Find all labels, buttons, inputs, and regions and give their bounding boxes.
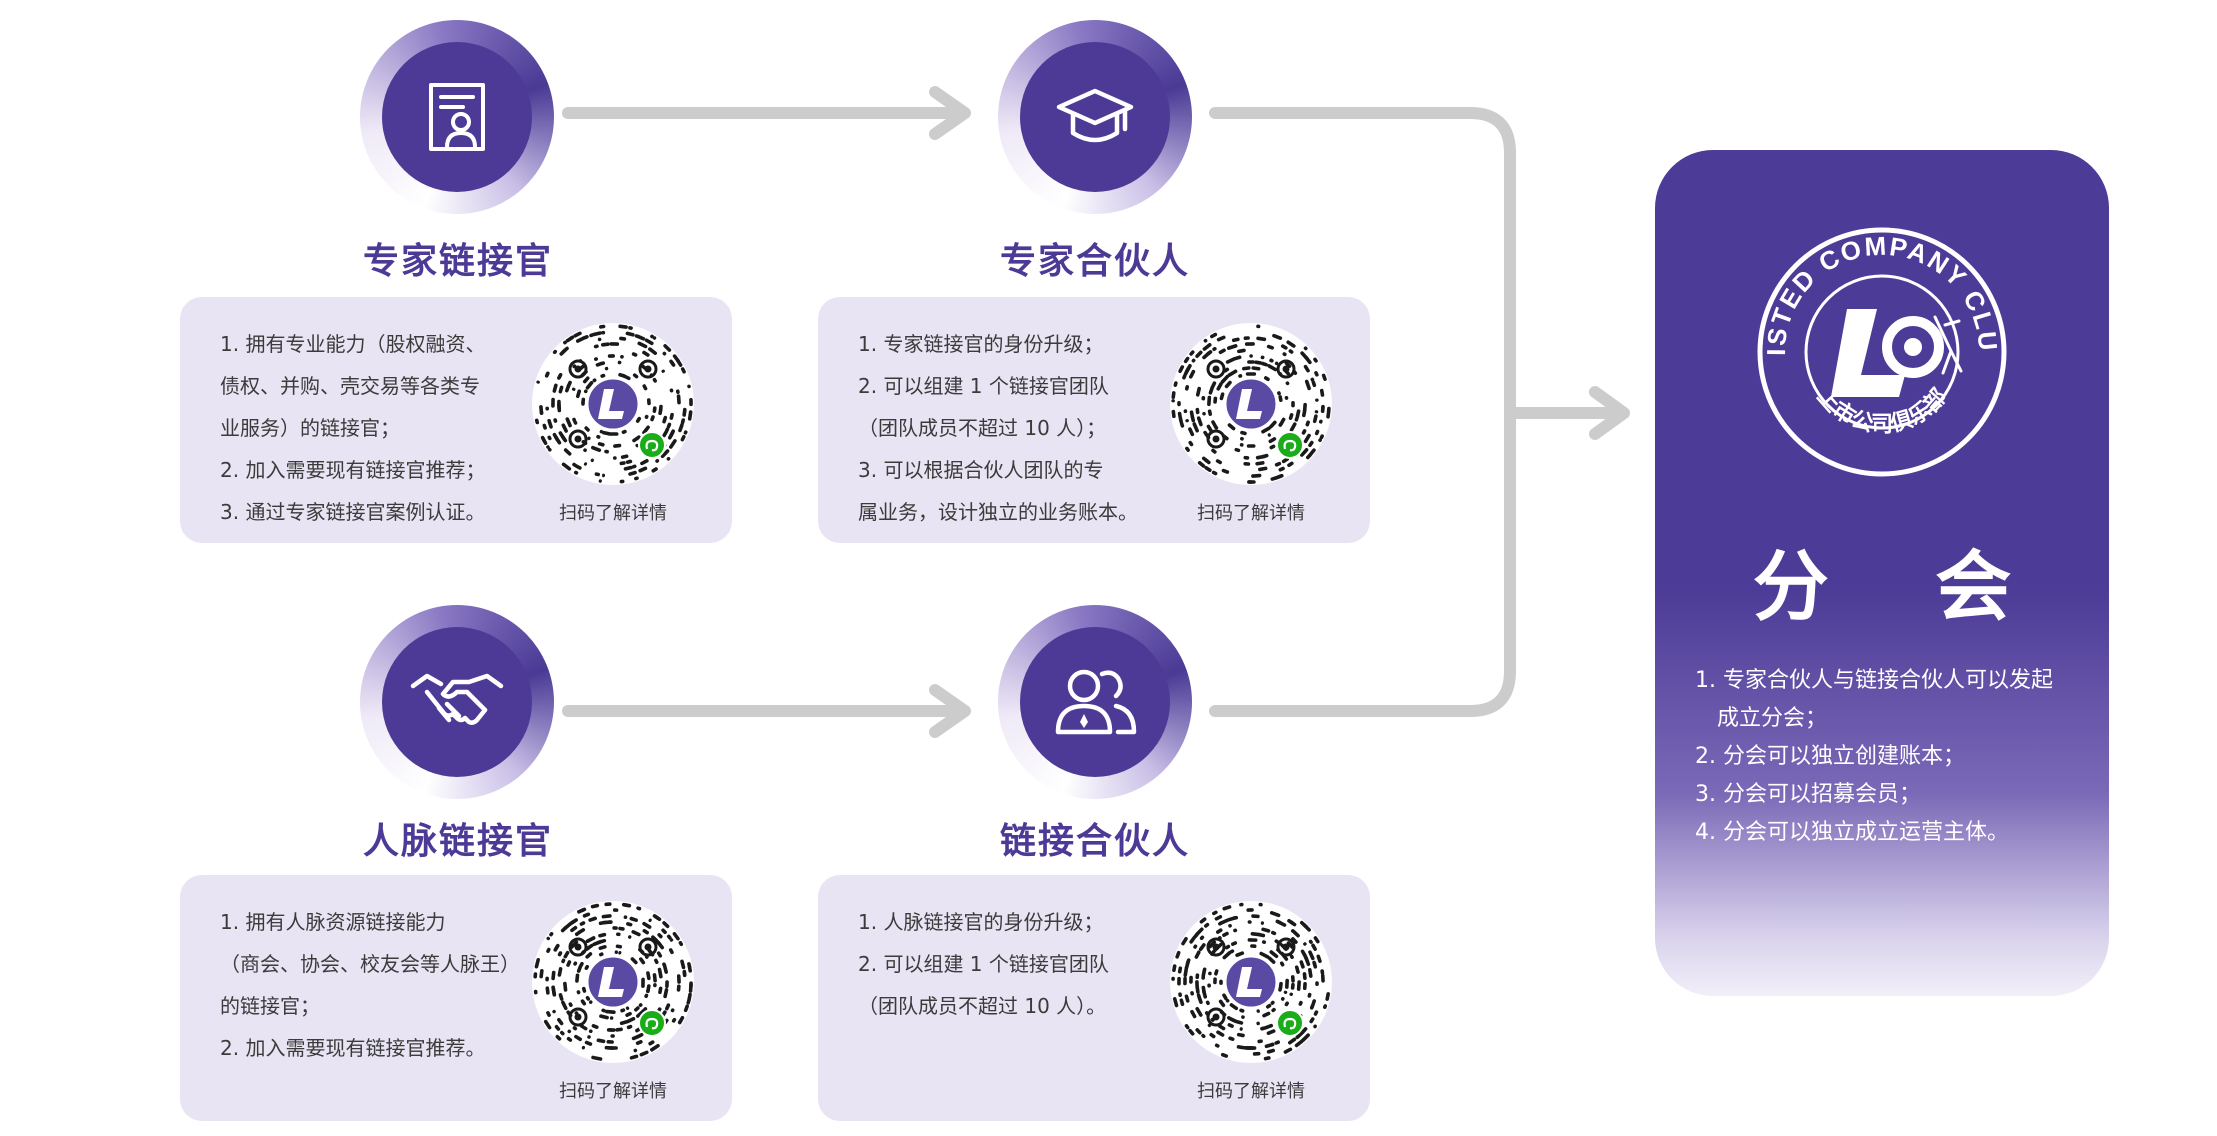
people-icon — [1055, 669, 1137, 735]
branch-line: 2. 分会可以独立创建账本； — [1695, 744, 1965, 769]
branch-line: 成立分会； — [1717, 706, 1828, 731]
arrow-head-bottom — [929, 684, 971, 738]
card-text: 1. 拥有人脉资源链接能力 （商会、协会、校友会等人脉王） 的链接官； 2. 加… — [220, 901, 520, 1069]
card-line: 3. 通过专家链接官案例认证。 — [220, 500, 486, 524]
info-card-expert-partner: 1. 专家链接官的身份升级； 2. 可以组建 1 个链接官团队 （团队成员不超过… — [818, 297, 1370, 543]
node-title: 专家合伙人 — [999, 241, 1190, 282]
icon-disc — [382, 627, 532, 777]
card-line: 1. 人脉链接官的身份升级； — [858, 910, 1104, 934]
qr-center-logo-icon — [585, 954, 641, 1010]
club-logo-icon: LISTED COMPANY CLUB 上市公司俱乐部 — [1755, 225, 2007, 477]
qr-center-logo-icon — [1223, 376, 1279, 432]
mini-program-badge-icon — [638, 1009, 666, 1037]
card-line: 2. 可以组建 1 个链接官团队 — [858, 952, 1109, 976]
qr-code[interactable] — [1170, 901, 1332, 1063]
card-line: 1. 拥有专业能力（股权融资、 — [220, 332, 486, 356]
qr-code[interactable] — [1170, 323, 1332, 485]
mini-program-badge-icon — [1276, 1009, 1304, 1037]
certificate-user-icon — [429, 83, 485, 151]
info-card-link-partner: 1. 人脉链接官的身份升级； 2. 可以组建 1 个链接官团队 （团队成员不超过… — [818, 875, 1370, 1121]
qr-caption: 扫码了解详情 — [1197, 503, 1305, 524]
card-line: 1. 拥有人脉资源链接能力 — [220, 910, 446, 934]
card-text: 1. 专家链接官的身份升级； 2. 可以组建 1 个链接官团队 （团队成员不超过… — [858, 323, 1158, 533]
icon-ring — [998, 20, 1192, 214]
qr-pattern — [533, 902, 693, 1061]
card-line: 2. 加入需要现有链接官推荐。 — [220, 1036, 486, 1060]
handshake-icon — [410, 673, 504, 725]
card-line: 2. 可以组建 1 个链接官团队 — [858, 374, 1109, 398]
mini-program-badge-icon — [1276, 431, 1304, 459]
icon-ring — [360, 20, 554, 214]
card-line: 债权、并购、壳交易等各类专 — [220, 374, 480, 398]
info-card-expert-linker: 1. 拥有专业能力（股权融资、 债权、并购、壳交易等各类专 业服务）的链接官； … — [180, 297, 732, 543]
qr-pattern — [534, 324, 693, 484]
branch-title: 分 会 — [1752, 542, 2052, 631]
qr-center-logo-icon — [1223, 954, 1279, 1010]
branch-text: 1. 专家合伙人与链接合伙人可以发起 成立分会； 2. 分会可以独立创建账本； … — [1695, 662, 2095, 852]
card-line: （团队成员不超过 10 人）； — [858, 416, 1107, 440]
card-line: 2. 加入需要现有链接官推荐； — [220, 458, 486, 482]
icon-disc — [1020, 42, 1170, 192]
branch-line: 4. 分会可以独立成立运营主体。 — [1695, 820, 2009, 845]
qr-pattern — [1171, 324, 1331, 484]
svg-text:LISTED COMPANY CLUB: LISTED COMPANY CLUB — [1755, 225, 2003, 356]
arrow-head-top — [929, 86, 971, 140]
card-line: 业服务）的链接官； — [220, 416, 400, 440]
node-title: 专家链接官 — [362, 241, 553, 282]
qr-pattern — [1171, 902, 1330, 1061]
card-line: （商会、协会、校友会等人脉王） — [220, 952, 520, 976]
icon-disc — [382, 42, 532, 192]
qr-center-logo-icon — [585, 376, 641, 432]
icon-disc — [1020, 627, 1170, 777]
icon-ring — [360, 605, 554, 799]
icon-ring — [998, 605, 1192, 799]
mini-program-badge-icon — [638, 431, 666, 459]
qr-caption: 扫码了解详情 — [1197, 1081, 1305, 1102]
card-line: 的链接官； — [220, 994, 320, 1018]
card-text: 1. 人脉链接官的身份升级； 2. 可以组建 1 个链接官团队 （团队成员不超过… — [858, 901, 1158, 1027]
card-line: （团队成员不超过 10 人）。 — [858, 994, 1107, 1018]
branch-panel: LISTED COMPANY CLUB 上市公司俱乐部 分 会 1. 专家合伙人… — [1655, 150, 2109, 996]
graduation-cap-icon — [1056, 88, 1134, 143]
node-title: 链接合伙人 — [999, 821, 1190, 862]
qr-code[interactable] — [532, 901, 694, 1063]
branch-line: 1. 专家合伙人与链接合伙人可以发起 — [1695, 668, 2053, 693]
card-line: 属业务，设计独立的业务账本。 — [858, 500, 1138, 524]
card-line: 1. 专家链接官的身份升级； — [858, 332, 1104, 356]
info-card-network-linker: 1. 拥有人脉资源链接能力 （商会、协会、校友会等人脉王） 的链接官； 2. 加… — [180, 875, 732, 1121]
qr-code[interactable] — [532, 323, 694, 485]
card-line: 3. 可以根据合伙人团队的专 — [858, 458, 1104, 482]
qr-caption: 扫码了解详情 — [559, 1081, 667, 1102]
card-text: 1. 拥有专业能力（股权融资、 债权、并购、壳交易等各类专 业服务）的链接官； … — [220, 323, 520, 533]
branch-line: 3. 分会可以招募会员； — [1695, 782, 1921, 807]
arrow-head-panel — [1589, 386, 1630, 440]
qr-caption: 扫码了解详情 — [559, 503, 667, 524]
node-title: 人脉链接官 — [362, 821, 553, 862]
